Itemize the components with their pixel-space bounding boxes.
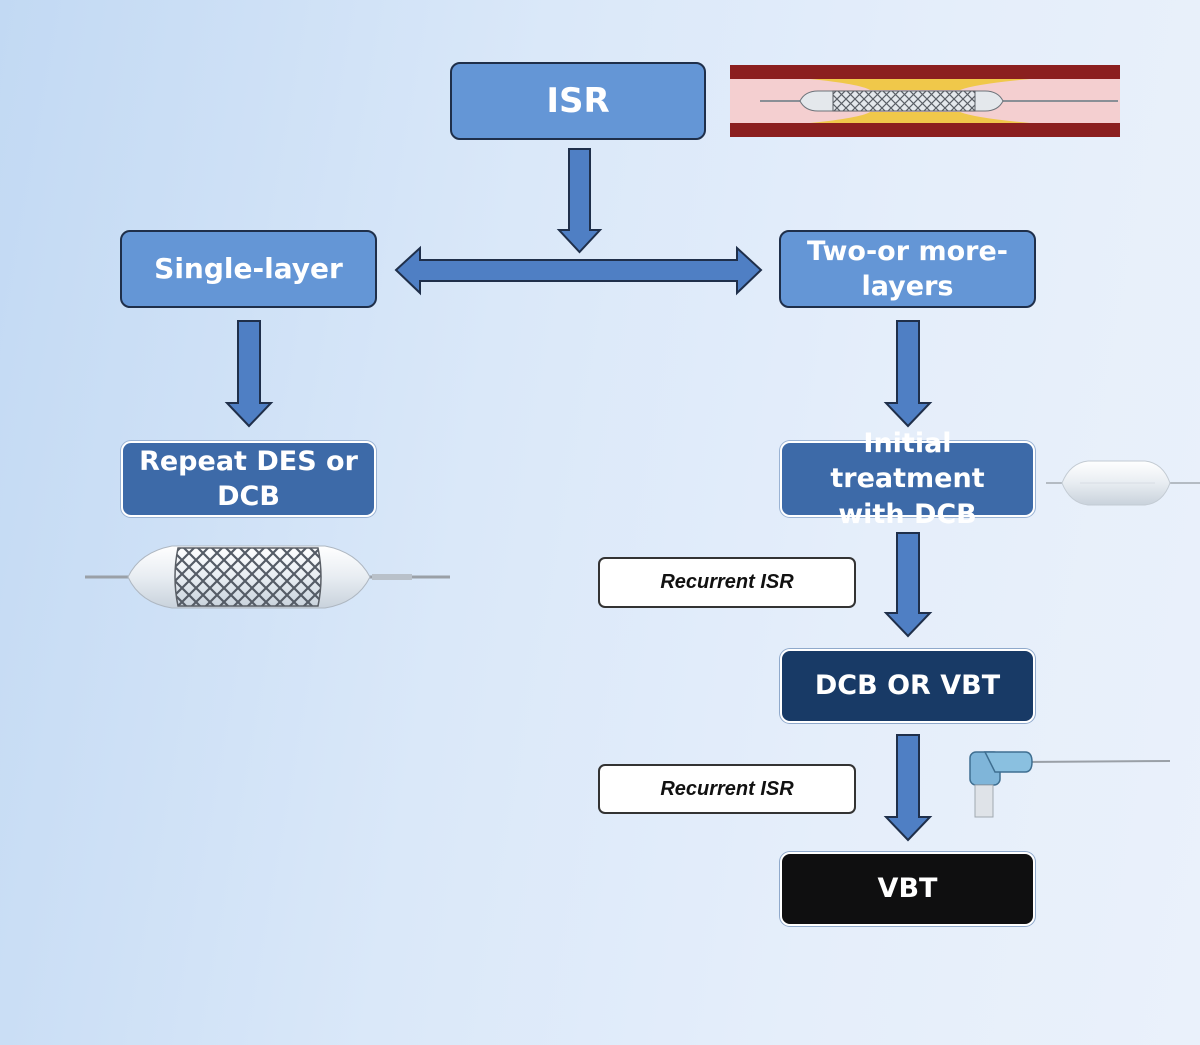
node-repeat-des-or-dcb: Repeat DES or DCB [121, 441, 376, 517]
label-recurrent-isr-2: Recurrent ISR [598, 764, 856, 814]
node-isr-label: ISR [546, 80, 610, 121]
arrow-two-layers-down [883, 320, 933, 428]
arrow-initial-treatment-down [883, 532, 933, 638]
node-repeat-line2: DCB [217, 481, 280, 512]
arrow-dcb-vbt-down [883, 734, 933, 842]
node-two-or-more-layers: Two-or more- layers [779, 230, 1036, 308]
label-recurrent-isr-1: Recurrent ISR [598, 557, 856, 608]
node-single-layer: Single-layer [120, 230, 377, 308]
node-vbt: VBT [780, 852, 1035, 926]
vessel-illustration [730, 65, 1120, 137]
node-vbt-label: VBT [877, 873, 938, 905]
arrow-single-layer-down [224, 320, 274, 428]
arrow-isr-down [556, 148, 603, 254]
node-repeat-line1: Repeat DES or [139, 445, 358, 477]
vbt-catheter-illustration [969, 751, 1171, 818]
node-dcb-or-vbt-label: DCB OR VBT [814, 670, 1001, 702]
dcb-balloon-illustration [1046, 460, 1200, 506]
stent-balloon-illustration [85, 545, 450, 609]
node-two-or-more-line1: Two-or more- [807, 235, 1008, 267]
label-recurrent-isr-2-text: Recurrent ISR [660, 777, 794, 800]
node-initial-line2: with DCB [838, 498, 977, 530]
node-initial-treatment-dcb: Initial treatment with DCB [780, 428, 1035, 530]
arrow-double-horizontal [394, 245, 763, 296]
node-single-layer-label: Single-layer [154, 251, 343, 285]
node-initial-line1: Initial treatment [830, 428, 985, 495]
label-recurrent-isr-1-text: Recurrent ISR [660, 571, 794, 593]
node-dcb-or-vbt: DCB OR VBT [780, 649, 1035, 723]
node-isr: ISR [450, 62, 706, 140]
node-two-or-more-line2: layers [861, 271, 954, 302]
